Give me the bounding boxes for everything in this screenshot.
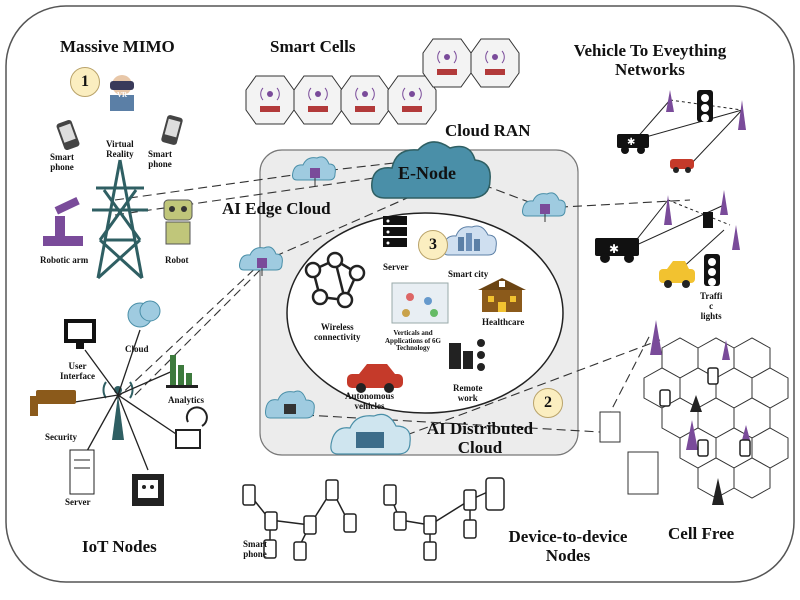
ai-distributed-line1: AI Distributed (426, 419, 534, 438)
label-wireless-connectivity: Wireless connectivity (314, 322, 361, 342)
badge-1: 1 (70, 67, 100, 97)
svg-text:✱: ✱ (609, 242, 619, 256)
label-remote-work: Remote work (453, 383, 483, 403)
label-virtual-reality: Virtual Reality (106, 139, 134, 159)
iot-links (74, 329, 186, 471)
cloud-ran-title: Cloud RAN (445, 121, 531, 140)
smart-cells-title: Smart Cells (270, 37, 356, 56)
v2x-title: Vehicle To Eveything Networks (555, 41, 745, 79)
label-server-iot: Server (65, 497, 91, 507)
label-autonomous-vehicles: Autonomous vehicles (345, 391, 395, 411)
label-user-interface: User Interface (60, 361, 95, 381)
e-node-label: E-Node (398, 163, 456, 183)
iot-nodes-title: IoT Nodes (82, 537, 157, 556)
e-node-cloud-icon (371, 141, 491, 199)
cell-free-title: Cell Free (668, 524, 735, 543)
mimo-devices (43, 75, 193, 246)
iot-devices (30, 300, 208, 506)
massive-mimo-title: Massive MIMO (60, 37, 175, 56)
label-traffic-lights: Traffi c lights (700, 291, 723, 321)
label-smart-phone-d2d: Smart phone (243, 539, 267, 559)
label-verticals: Verticals and Applications of 6G Technol… (385, 329, 442, 353)
label-healthcare: Healthcare (482, 317, 525, 327)
cell-free-antennas (599, 320, 751, 505)
mimo-tower-icon (92, 159, 148, 280)
label-smart-phone-right: Smart phone (148, 149, 172, 169)
v2x-title-line1: Vehicle To Eveything (573, 41, 727, 60)
ai-distributed-line2: Cloud (457, 437, 503, 457)
label-smart-phone-left: Smart phone (50, 152, 74, 172)
label-cloud: Cloud (125, 344, 149, 354)
d2d-title: Device-to-device Nodes (498, 527, 638, 565)
label-smart-city: Smart city (448, 269, 489, 279)
center-icons (304, 216, 526, 393)
label-robotic-arm: Robotic arm (40, 255, 89, 265)
label-server-center: Server (383, 262, 409, 272)
label-vr: VR (117, 91, 128, 99)
svg-text:✱: ✱ (627, 137, 635, 148)
ai-edge-cloud-title: AI Edge Cloud (222, 199, 331, 218)
smart-cells (245, 38, 520, 125)
v2x-elements: ✱ ✱ (595, 90, 746, 288)
d2d-title-line2: Nodes (545, 545, 591, 565)
label-robot: Robot (165, 255, 189, 265)
ai-distributed-cloud-title: AI Distributed Cloud (405, 419, 555, 457)
badge-2: 2 (533, 388, 563, 418)
d2d-title-line1: Device-to-device (508, 527, 628, 546)
label-security: Security (45, 432, 77, 442)
v2x-title-line2: Networks (615, 59, 685, 79)
label-analytics: Analytics (168, 395, 204, 405)
d2d-phones (242, 477, 505, 561)
edge-cloud-icons (239, 156, 566, 455)
badge-3: 3 (418, 230, 448, 260)
